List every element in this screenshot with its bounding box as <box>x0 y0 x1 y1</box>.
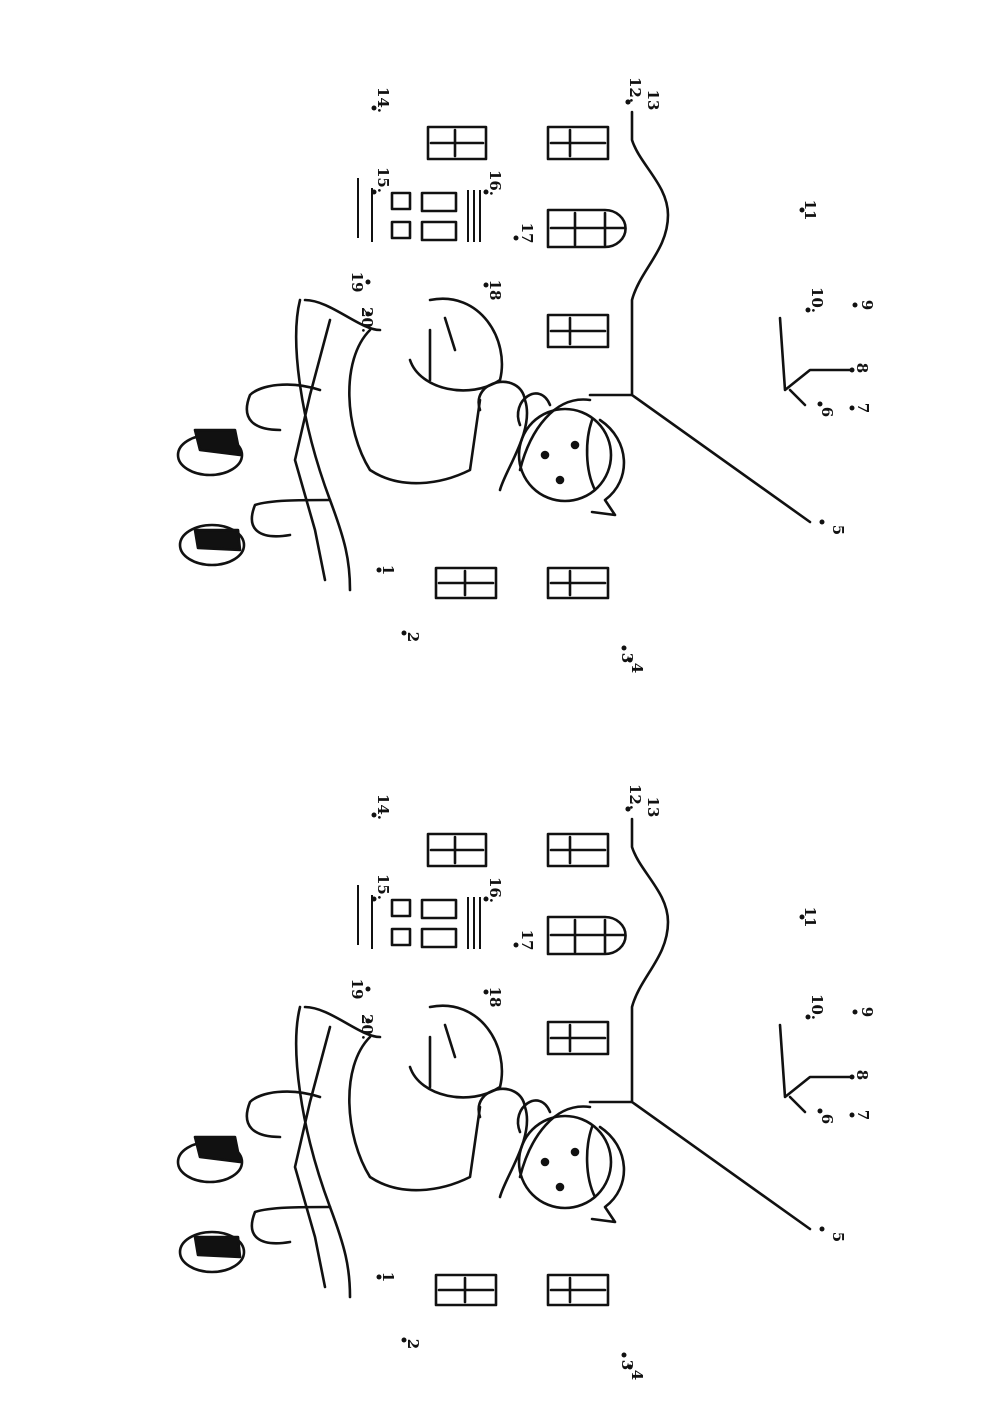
connect-dot <box>621 1352 627 1358</box>
connect-dot <box>625 806 631 812</box>
connect-dot <box>513 235 519 241</box>
connect-dot <box>513 942 519 948</box>
dot-number-label: 2 <box>404 1339 422 1349</box>
connect-dot <box>819 1226 825 1232</box>
dot-number-label: 10. <box>808 287 826 313</box>
dot-number-label: 13 <box>644 797 662 818</box>
dot-number-label: 5 <box>829 525 847 535</box>
dot-number-label: 11 <box>801 200 819 221</box>
connect-dot <box>819 519 825 525</box>
dot-number-label: 8 <box>853 363 871 373</box>
dot-number-label: 14. <box>374 794 392 820</box>
dot-number-label: 3 <box>618 1360 636 1370</box>
connect-dot <box>849 405 855 411</box>
connect-dot <box>799 207 805 213</box>
connect-dot <box>852 1009 858 1015</box>
worksheet-copy-top: 1 2 34 5 6 7 8 9 10. 11 12.13 14. 15. 16. 17 18 19 20. <box>176 77 876 673</box>
connect-dot <box>371 189 377 195</box>
dot-number-label: 6 <box>818 407 836 417</box>
connect-dot <box>852 302 858 308</box>
connect-dot <box>401 630 407 636</box>
dot-number-label: 18 <box>486 280 504 301</box>
connect-dot <box>365 279 371 285</box>
dot-number-label: 2 <box>404 632 422 642</box>
dot-number-label: 12. <box>626 77 644 103</box>
connect-dot <box>483 189 489 195</box>
dot-number-label: 9 <box>858 300 876 310</box>
dot-number-label: 6 <box>818 1114 836 1124</box>
dot-number-label: 4 <box>628 1370 646 1380</box>
connect-dot <box>805 1014 811 1020</box>
dot-number-label: 16. <box>486 877 504 903</box>
connect-dot <box>817 401 823 407</box>
connect-dot <box>365 311 371 317</box>
dot-number-label: 9 <box>858 1007 876 1017</box>
connect-dot <box>401 1337 407 1343</box>
connect-dot <box>365 1018 371 1024</box>
connect-dot <box>371 105 377 111</box>
connect-dot <box>483 282 489 288</box>
connect-dot <box>805 307 811 313</box>
house-and-girl-drawing <box>176 110 852 600</box>
dot-number-label: 12. <box>626 784 644 810</box>
worksheet-copy-bottom: 1 2 34 5 6 7 8 9 10. 11 12.13 14. 15. 16. 17 18 19 20. <box>176 784 876 1380</box>
dot-number-label: 13 <box>644 90 662 111</box>
dot-number-label: 1 <box>379 1272 397 1282</box>
dot-number-label: 17 <box>518 223 536 244</box>
dot-number-label: 18 <box>486 987 504 1008</box>
dot-number-label: 15. <box>374 167 392 193</box>
connect-dot <box>625 99 631 105</box>
dot-number-label: 17 <box>518 930 536 951</box>
connect-dot <box>627 657 633 663</box>
connect-dot <box>371 896 377 902</box>
dot-number-label: 15. <box>374 874 392 900</box>
connect-dot <box>621 645 627 651</box>
dot-number-label: 10. <box>808 994 826 1020</box>
dot-number-label: 8 <box>853 1070 871 1080</box>
dot-number-label: 7 <box>854 1110 872 1120</box>
dot-number-label: 19 <box>348 272 366 293</box>
dot-number-label: 7 <box>854 403 872 413</box>
dot-number-label: 1 <box>379 565 397 575</box>
connect-dot <box>371 812 377 818</box>
dot-number-label: 3 <box>618 653 636 663</box>
dot-number-label: 4 <box>628 663 646 673</box>
dot-number-label: 19 <box>348 979 366 1000</box>
connect-dot <box>376 1274 382 1280</box>
dot-number-label: 14. <box>374 87 392 113</box>
connect-dot <box>365 986 371 992</box>
house-and-girl-drawing <box>176 817 852 1307</box>
connect-dot <box>849 1112 855 1118</box>
dot-number-label: 16. <box>486 170 504 196</box>
dot-number-label: 11 <box>801 907 819 928</box>
connect-dot <box>483 989 489 995</box>
connect-dot <box>849 1074 855 1080</box>
connect-dot <box>849 367 855 373</box>
dot-number-label: 20. <box>358 1014 376 1040</box>
dot-number-label: 5 <box>829 1232 847 1242</box>
connect-dot <box>483 896 489 902</box>
dot-number-label: 20. <box>358 307 376 333</box>
connect-dot <box>799 914 805 920</box>
connect-dot <box>627 1364 633 1370</box>
connect-dot <box>817 1108 823 1114</box>
connect-dot <box>376 567 382 573</box>
